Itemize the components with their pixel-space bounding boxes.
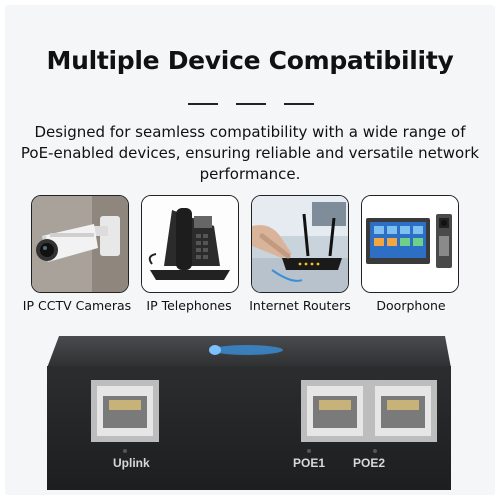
- poe-splitter-device: Uplink POE1 POE2: [47, 330, 455, 490]
- cctv-camera-icon: [32, 196, 128, 292]
- device-label-phone: IP Telephones: [146, 298, 232, 313]
- page-title: Multiple Device Compatibility: [46, 46, 454, 75]
- uplink-port-label: Uplink: [113, 456, 150, 470]
- device-label-doorphone: Doorphone: [376, 298, 446, 313]
- device-label-cctv: IP CCTV Cameras: [22, 298, 132, 313]
- ip-phone-icon: [142, 196, 238, 292]
- description-text: Designed for seamless compatibility with…: [20, 123, 480, 183]
- router-card: [251, 195, 349, 293]
- doorphone-card: [361, 195, 459, 293]
- doorphone-icon: [362, 196, 458, 292]
- title-divider: [188, 103, 314, 105]
- router-icon: [252, 196, 348, 292]
- poe2-port-label: POE2: [353, 456, 386, 470]
- device-label-router: Internet Routers: [249, 298, 351, 313]
- ip-phone-card: [141, 195, 239, 293]
- poe-device-body: [47, 336, 451, 490]
- cctv-camera-card: [31, 195, 129, 293]
- poe1-port-label: POE1: [293, 456, 326, 470]
